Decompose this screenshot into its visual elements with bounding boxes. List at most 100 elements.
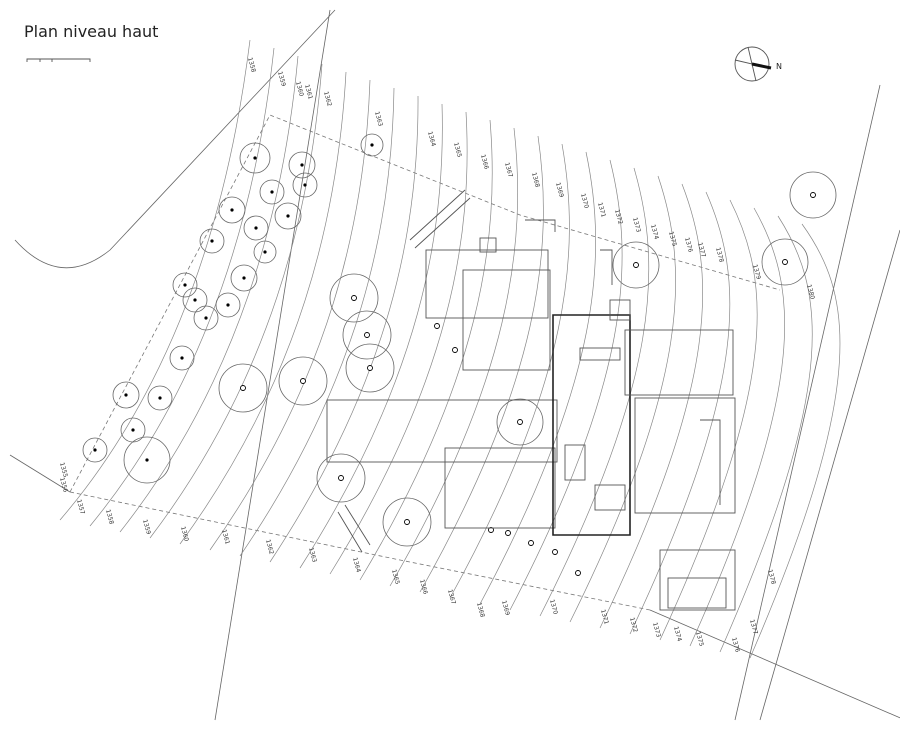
trees <box>82 133 837 576</box>
tree-icon <box>218 196 246 224</box>
tree-icon <box>169 345 195 371</box>
compass-north-label: N <box>776 62 782 71</box>
tree-icon <box>316 453 366 503</box>
contour-label: 1356 <box>58 477 69 494</box>
contour-line <box>89 47 275 527</box>
contour-label: 1369 <box>554 182 565 199</box>
tree-icon <box>292 172 318 198</box>
contour-label: 1379 <box>751 264 762 281</box>
tree-icon <box>274 202 302 230</box>
contour-label: 1362 <box>264 539 275 556</box>
contour-label: 1370 <box>548 599 559 616</box>
tree-icon <box>345 343 395 393</box>
tree-icon <box>230 264 258 292</box>
contour-label: 1358 <box>104 509 115 526</box>
contour-label: 1370 <box>579 193 590 210</box>
scale-bar <box>26 58 91 62</box>
tree-icon <box>112 381 140 409</box>
tree-icon <box>360 133 384 157</box>
tree-icon <box>789 171 837 219</box>
contour-label: 1367 <box>446 589 457 606</box>
tree-icon <box>488 527 494 533</box>
tree-icon <box>215 292 241 318</box>
contour-lines <box>59 39 841 659</box>
contour-label: 1373 <box>631 217 642 234</box>
contour-label: 1380 <box>805 284 816 301</box>
contour-label: 1375 <box>694 631 705 648</box>
contour-label: 1359 <box>276 71 287 88</box>
contour-line <box>719 215 813 653</box>
contour-line <box>539 167 650 617</box>
contour-line <box>749 223 841 659</box>
contour-label: 1366 <box>418 579 429 596</box>
contour-line <box>119 55 299 533</box>
tree-icon <box>342 310 392 360</box>
contour-label: 1378 <box>714 247 725 264</box>
contour-label: 1361 <box>303 84 314 101</box>
tree-icon <box>82 437 108 463</box>
contour-label: 1362 <box>322 91 333 108</box>
tree-icon <box>218 363 268 413</box>
tree-icon <box>761 238 809 286</box>
tree-icon <box>452 347 458 353</box>
contour-label: 1360 <box>294 81 305 98</box>
contour-line <box>629 191 731 635</box>
contour-label: 1378 <box>766 569 777 586</box>
tree-icon <box>193 305 219 331</box>
contour-label: 1363 <box>373 111 384 128</box>
contour-line <box>209 79 371 551</box>
contour-line <box>59 39 251 521</box>
contour-line <box>329 111 468 575</box>
contour-label: 1372 <box>613 209 624 226</box>
contour-label: 1365 <box>452 142 463 159</box>
compass-icon: N <box>734 46 782 82</box>
tree-icon <box>528 540 534 546</box>
contour-label: 1357 <box>75 499 86 516</box>
tree-icon <box>253 240 277 264</box>
tree-icon <box>434 323 440 329</box>
tree-icon <box>382 497 432 547</box>
tree-icon <box>147 385 173 411</box>
site-boundary <box>9 9 900 721</box>
contour-line <box>359 119 493 581</box>
contour-label: 1360 <box>179 526 190 543</box>
contour-line <box>239 87 395 557</box>
contour-label: 1365 <box>390 569 401 586</box>
tree-icon <box>243 215 269 241</box>
tree-icon <box>259 179 285 205</box>
contour-label: 1372 <box>628 617 639 634</box>
contour-line <box>269 95 419 563</box>
house-footprint <box>326 189 736 611</box>
contour-line <box>419 135 544 593</box>
contour-line <box>689 207 786 647</box>
contour-label: 1371 <box>599 609 610 626</box>
contour-line <box>599 183 704 629</box>
contour-line <box>179 71 347 545</box>
contour-line <box>389 127 519 587</box>
tree-icon <box>288 151 316 179</box>
tree-icon <box>172 272 198 298</box>
tree-icon <box>505 530 511 536</box>
tree-icon <box>575 570 581 576</box>
contour-line <box>659 199 758 641</box>
plan-title: Plan niveau haut <box>24 22 159 41</box>
contour-label: 1375 <box>667 231 678 248</box>
contour-label: 1376 <box>730 637 741 654</box>
contour-label: 1361 <box>220 529 231 546</box>
contour-label: 1371 <box>596 202 607 219</box>
contour-line <box>149 63 323 539</box>
contour-label: 1366 <box>479 154 490 171</box>
contour-label: 1358 <box>246 57 257 74</box>
contour-label: 1377 <box>696 242 707 259</box>
tree-icon <box>199 228 225 254</box>
tree-icon <box>182 287 208 313</box>
contour-label: 1355 <box>58 462 69 479</box>
contour-label: 1374 <box>672 626 683 643</box>
tree-icon <box>329 273 379 323</box>
contour-label: 1364 <box>351 557 362 574</box>
contour-label: 1376 <box>683 237 694 254</box>
tree-icon <box>123 436 171 484</box>
